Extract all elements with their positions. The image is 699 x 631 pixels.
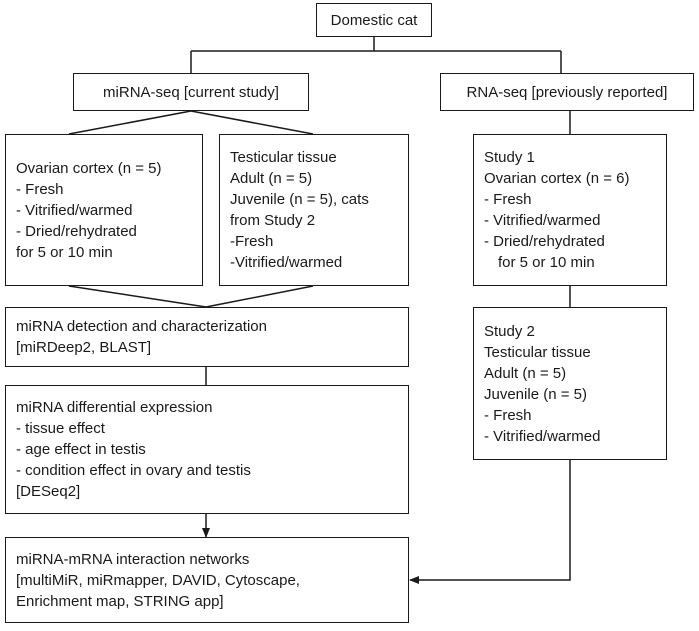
study2-node: Study 2 Testicular tissue Adult (n = 5) … [473, 307, 667, 460]
study2-to-network [409, 460, 571, 584]
testicular-line: -Fresh [230, 233, 274, 250]
ovarian-to-detection [68, 285, 207, 308]
study2-line: Testicular tissue [484, 343, 591, 361]
study2-line: - Fresh [484, 406, 532, 424]
study1-line: Ovarian cortex (n = 6) [484, 170, 630, 187]
detection-line: miRNA detection and characterization [16, 318, 267, 335]
ovarian-line: for 5 or 10 min [16, 243, 113, 261]
differential-line: - age effect in testis [16, 441, 146, 458]
testicular-to-detection [205, 285, 314, 308]
network-line: Enrichment map, STRING app] [16, 592, 224, 610]
mirna-seq-node: miRNA-seq [current study] [73, 73, 309, 111]
detection-node: miRNA detection and characterization [mi… [5, 307, 409, 367]
network-line: [multiMiR, miRmapper, DAVID, Cytoscape, [16, 571, 300, 589]
detection-line: [miRDeep2, BLAST] [16, 339, 152, 356]
differential-line: - tissue effect [16, 420, 105, 437]
study1-line: - Vitrified/warmed [484, 212, 601, 229]
mirna-to-testicular [190, 110, 314, 135]
testicular-line: -Vitrified/warmed [230, 254, 343, 271]
ovarian-cortex-node: Ovarian cortex (n = 5) - Fresh - Vitrifi… [5, 134, 203, 286]
ovarian-line: - Dried/rehydrated [16, 222, 137, 240]
domestic-cat-node: Domestic cat [316, 3, 432, 37]
testicular-line: Testicular tissue [230, 149, 337, 166]
study1-node: Study 1 Ovarian cortex (n = 6) - Fresh -… [473, 134, 667, 286]
ovarian-line: Ovarian cortex (n = 5) [16, 159, 162, 177]
domestic-cat-label: Domestic cat [330, 11, 418, 29]
study1-line: Study 1 [484, 149, 535, 166]
study1-line: - Dried/rehydrated [484, 233, 605, 250]
study1-line: - Fresh [484, 191, 532, 208]
interaction-networks-node: miRNA-mRNA interaction networks [multiMi… [5, 537, 409, 623]
study2-line: Study 2 [484, 322, 535, 340]
differential-line: [DESeq2] [16, 483, 81, 500]
testicular-tissue-node: Testicular tissue Adult (n = 5) Juvenile… [219, 134, 409, 286]
study2-line: Adult (n = 5) [484, 364, 567, 382]
study2-line: Juvenile (n = 5) [484, 385, 587, 403]
mirna-to-ovarian [68, 110, 192, 135]
ovarian-line: - Fresh [16, 180, 64, 198]
testicular-line: Adult (n = 5) [230, 170, 313, 187]
testicular-line: from Study 2 [230, 212, 316, 229]
differential-line: miRNA differential expression [16, 399, 213, 416]
study2-line: - Vitrified/warmed [484, 427, 601, 445]
differential-expression-node: miRNA differential expression - tissue e… [5, 385, 409, 514]
network-line: miRNA-mRNA interaction networks [16, 550, 250, 568]
study1-line: for 5 or 10 min [498, 254, 595, 271]
rna-seq-node: RNA-seq [previously reported] [440, 73, 694, 111]
ovarian-line: - Vitrified/warmed [16, 201, 133, 219]
differential-line: - condition effect in ovary and testis [16, 462, 251, 479]
rna-seq-label: RNA-seq [previously reported] [466, 83, 668, 101]
testicular-line: Juvenile (n = 5), cats [230, 191, 369, 208]
mirna-seq-label: miRNA-seq [current study] [103, 83, 279, 101]
